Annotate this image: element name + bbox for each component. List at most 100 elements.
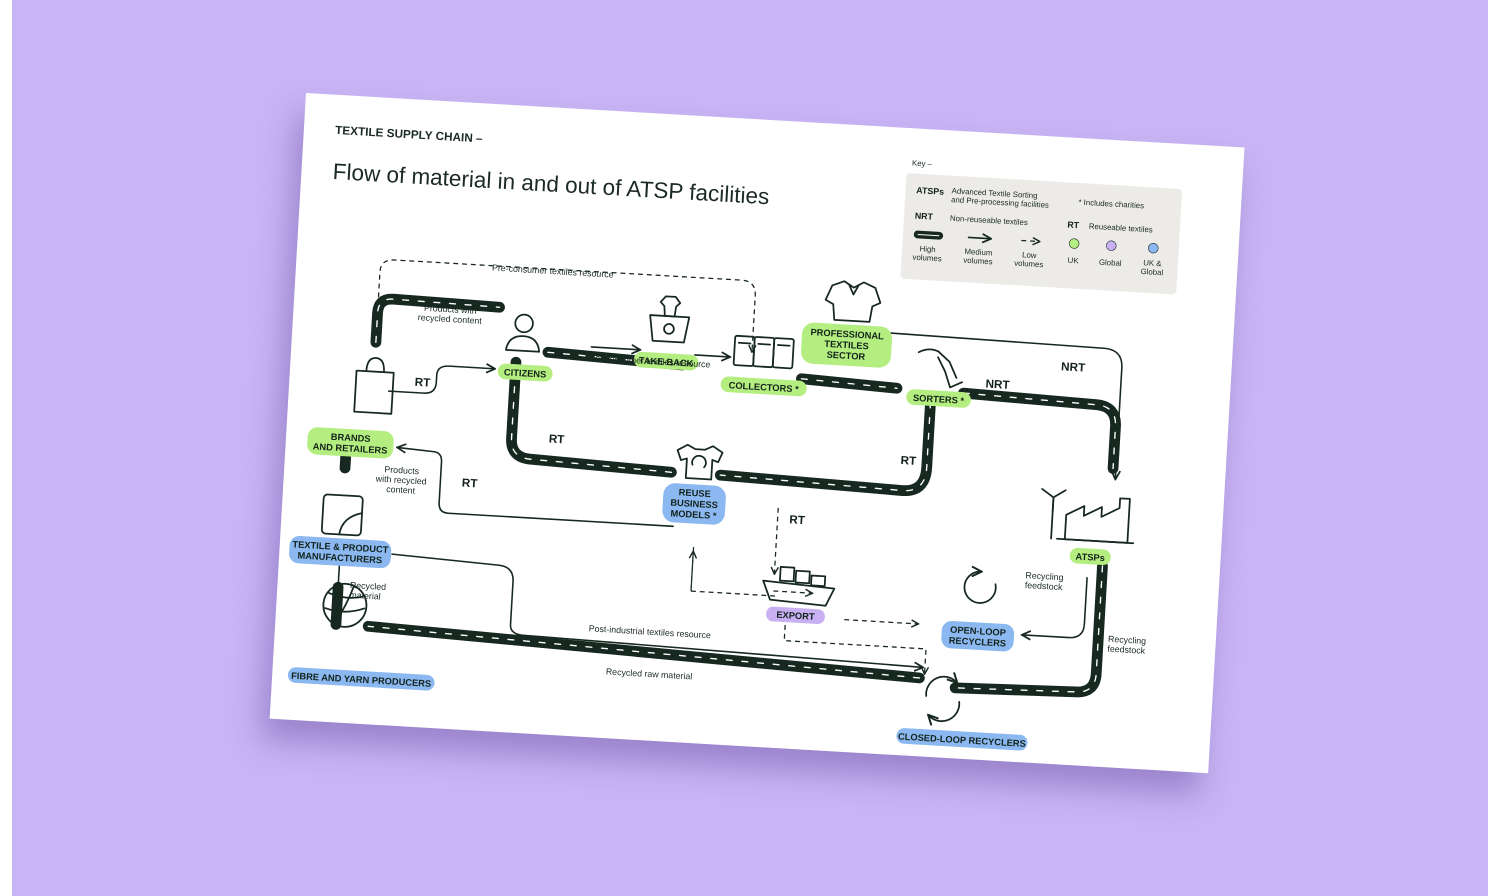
key-ukglobal-dot — [1148, 242, 1159, 254]
key-low-arrow — [1021, 240, 1039, 241]
citizens-label: CITIZENS — [504, 367, 547, 379]
key-ukglobal-2: Global — [1140, 267, 1163, 277]
reuse-to-brands-arrow — [395, 448, 674, 528]
node-sorters[interactable]: SORTERS * — [906, 389, 971, 408]
citizens-to-takeback-arrow — [590, 347, 639, 350]
products-recycled-b1: Products — [384, 464, 420, 476]
key-charities-note: * Includes charities — [1078, 198, 1144, 211]
takeback-box-icon — [649, 295, 691, 344]
recycling-feedstock-b1: Recycling — [1108, 634, 1147, 646]
key-medium-arrow — [967, 237, 991, 238]
node-open-loop-recyclers[interactable]: OPEN-LOOP RECYCLERS — [941, 620, 1015, 652]
key-atsp-abbr: ATSPs — [916, 185, 944, 197]
export-to-closedloop-flow — [783, 616, 928, 673]
open-loop-label-1: OPEN-LOOP — [950, 625, 1006, 638]
key-high-1: High — [919, 244, 936, 254]
take-back-label: TAKE-BACK — [639, 355, 694, 368]
reuse-label-3: MODELS * — [670, 508, 717, 521]
products-recycled-label-2: recycled content — [418, 312, 483, 326]
sorters-to-reuse-thick — [714, 396, 936, 496]
flow-diagram: TEXTILE SUPPLY CHAIN – Flow of material … — [287, 124, 1183, 751]
recycle-icon — [963, 571, 997, 604]
professional-label-1: PROFESSIONAL — [810, 327, 884, 341]
node-citizens[interactable]: CITIZENS — [497, 363, 553, 382]
node-brands-and-retailers[interactable]: BRANDS AND RETAILERS — [307, 427, 395, 459]
cargo-ship-icon — [762, 566, 836, 607]
export-to-openloop-flow — [844, 618, 917, 624]
node-closed-loop-recyclers[interactable]: CLOSED-LOOP RECYCLERS — [896, 728, 1028, 751]
key-heading: Key – — [912, 158, 933, 168]
reuse-label-2: BUSINESS — [670, 498, 718, 511]
atsp-to-closedloop-thick — [949, 560, 1108, 698]
nrt-label-sorters: NRT — [985, 378, 1011, 392]
rt-label-reuse-to-brands: RT — [461, 477, 478, 491]
professional-to-atsp-arrow — [883, 331, 1123, 479]
node-take-back[interactable]: TAKE-BACK — [633, 351, 699, 371]
rt-to-export-flow-b — [773, 591, 811, 593]
pre-consumer-label: Pre-consumer textiles resource — [492, 263, 614, 280]
node-fibre-and-yarn-producers[interactable]: FIBRE AND YARN PRODUCERS — [287, 667, 435, 691]
recycling-feedstock-b2: feedstock — [1107, 644, 1146, 656]
professional-label-2: TEXTILES — [824, 339, 869, 352]
key-box — [900, 173, 1183, 295]
node-textile-product-manufacturers[interactable]: TEXTILE & PRODUCT MANUFACTURERS — [289, 535, 392, 569]
key-rt-abbr: RT — [1067, 219, 1080, 230]
key-global-label: Global — [1099, 258, 1122, 268]
recycled-raw-label: Recycled raw material — [606, 666, 693, 681]
collectors-label: COLLECTORS * — [728, 380, 799, 394]
fabric-sheet-icon — [320, 493, 364, 537]
rt-label-citizens-loop: RT — [548, 433, 565, 447]
sorting-hand-icon — [917, 348, 963, 389]
brands-to-citizens-arrow — [387, 363, 494, 394]
recycling-feedstock-a1: Recycling — [1025, 570, 1064, 582]
sorters-label: SORTERS * — [913, 393, 965, 406]
closedloop-icon — [925, 676, 961, 722]
brands-label-1: BRANDS — [331, 432, 371, 444]
rt-label-sorters-loop: RT — [900, 454, 917, 468]
key-low-2: volumes — [1014, 259, 1044, 270]
rt-label-brands: RT — [414, 376, 431, 390]
export-label: EXPORT — [776, 610, 815, 622]
pre-consumer-flow — [375, 259, 756, 354]
key-low-1: Low — [1022, 250, 1037, 260]
reuse-tshirt-icon — [676, 443, 724, 481]
person-icon — [505, 313, 541, 353]
products-recycled-b3: content — [386, 484, 416, 496]
fibre-to-manufacturers-thick — [330, 581, 344, 630]
products-recycled-label-1: Products with — [424, 303, 477, 316]
export-to-reuse-flow — [691, 552, 693, 592]
yarn-ball-icon — [322, 582, 368, 628]
brands-label-2: AND RETAILERS — [312, 441, 387, 455]
poster-sheet: TEXTILE SUPPLY CHAIN – Flow of material … — [269, 93, 1245, 774]
node-export[interactable]: EXPORT — [766, 606, 826, 624]
node-collectors[interactable]: COLLECTORS * — [720, 376, 807, 397]
rt-to-export-flow — [774, 507, 778, 573]
key-rt-desc: Reuseable textiles — [1089, 222, 1153, 235]
key-medium-1: Medium — [964, 247, 992, 258]
key-high-line-inner — [917, 233, 940, 237]
node-professional-textiles-sector[interactable]: PROFESSIONAL TEXTILES SECTOR — [800, 322, 893, 368]
key-high-2: volumes — [912, 253, 942, 264]
atsps-label: ATSPs — [1075, 552, 1105, 564]
factory-icon — [1041, 488, 1135, 545]
recycled-material-2: material — [349, 590, 381, 602]
page-title: Flow of material in and out of ATSP faci… — [332, 159, 770, 209]
key-global-dot — [1106, 240, 1117, 251]
node-atsps[interactable]: ATSPs — [1069, 547, 1111, 566]
rt-label-export: RT — [789, 513, 806, 527]
key-uk-label: UK — [1067, 256, 1079, 266]
eyebrow-label: TEXTILE SUPPLY CHAIN – — [335, 124, 484, 146]
key-ukglobal-1: UK & — [1143, 258, 1163, 268]
professional-label-3: SECTOR — [826, 350, 865, 362]
collector-bins-icon — [732, 334, 795, 370]
sorters-to-atsp-thick — [958, 387, 1121, 474]
key-nrt-abbr: NRT — [915, 211, 934, 222]
closedloop-to-fibre-thick — [362, 620, 925, 684]
key-uk-dot — [1068, 238, 1080, 249]
polo-shirt-icon — [824, 280, 882, 323]
manufacturers-label-2: MANUFACTURERS — [297, 550, 382, 565]
takeback-to-collectors-arrow — [694, 355, 729, 357]
key-nrt-desc: Non-reuseable textiles — [950, 214, 1028, 228]
node-reuse-business-models[interactable]: REUSE BUSINESS MODELS * — [662, 483, 727, 526]
products-recycled-b2: with recycled — [375, 474, 427, 487]
